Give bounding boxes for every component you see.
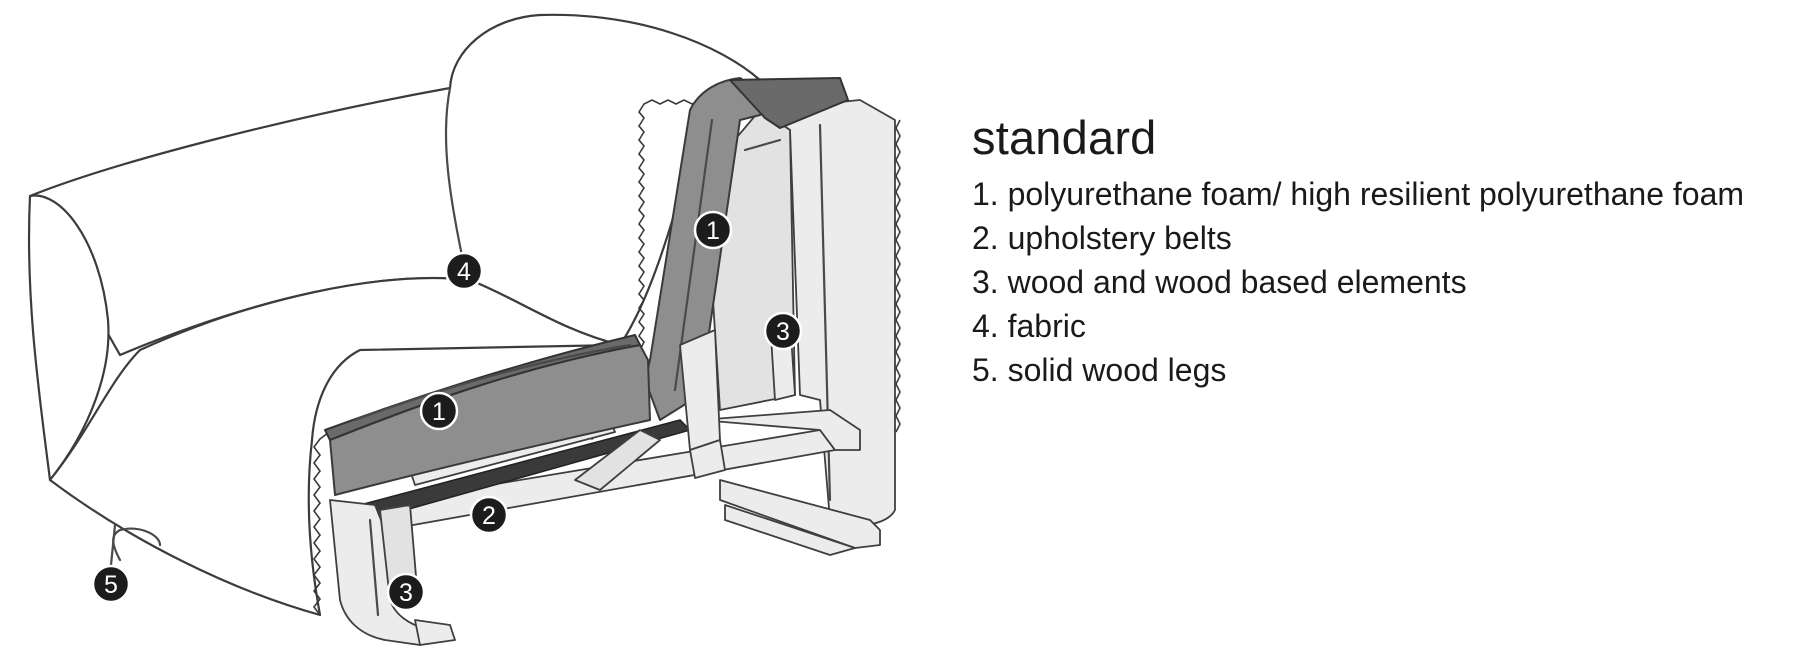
svg-text:5: 5 — [104, 571, 118, 599]
marker-1-seat-foam: 1 — [421, 393, 457, 429]
legend: standard 1. polyurethane foam/ high resi… — [972, 110, 1792, 392]
marker-4-fabric: 4 — [446, 253, 482, 289]
marker-3-back-frame: 3 — [765, 313, 801, 349]
svg-text:1: 1 — [432, 398, 446, 426]
legend-item-fabric: 4. fabric — [972, 304, 1792, 348]
marker-5-legs: 5 — [93, 566, 129, 602]
marker-2-belts: 2 — [471, 497, 507, 533]
legend-title: standard — [972, 110, 1792, 166]
svg-text:3: 3 — [399, 579, 413, 607]
legend-item-foam: 1. polyurethane foam/ high resilient pol… — [972, 172, 1792, 216]
legend-item-legs: 5. solid wood legs — [972, 348, 1792, 392]
svg-text:3: 3 — [776, 318, 790, 346]
marker-3-front-frame: 3 — [388, 574, 424, 610]
sofa-cutaway-diagram: 1 1 2 3 3 4 5 — [0, 0, 930, 668]
svg-text:1: 1 — [706, 217, 720, 245]
legend-item-belts: 2. upholstery belts — [972, 216, 1792, 260]
marker-1-back-foam: 1 — [695, 212, 731, 248]
legend-list: 1. polyurethane foam/ high resilient pol… — [972, 172, 1792, 392]
svg-text:2: 2 — [482, 502, 496, 530]
svg-text:4: 4 — [457, 258, 471, 286]
legend-item-wood: 3. wood and wood based elements — [972, 260, 1792, 304]
